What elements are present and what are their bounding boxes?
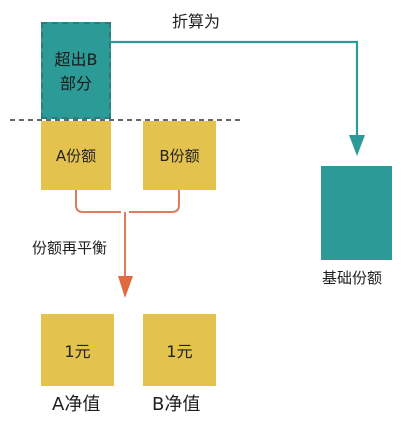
a-share-label: A份额 bbox=[55, 147, 97, 165]
a-share-box: A份额 bbox=[41, 121, 111, 190]
excess-box-line2: 部分 bbox=[59, 73, 92, 93]
a-nav-value: 1元 bbox=[64, 342, 91, 361]
b-nav-box: 1元 bbox=[143, 314, 216, 386]
base-share-label: 基础份额 bbox=[322, 269, 383, 287]
a-nav-box: 1元 bbox=[41, 314, 114, 386]
rebalance-label: 份额再平衡 bbox=[32, 239, 108, 257]
convert-label: 折算为 bbox=[172, 12, 221, 31]
b-nav-caption: B净值 bbox=[152, 394, 201, 415]
convert-arrow-line bbox=[111, 40, 359, 135]
excess-b-portion-box: 超出B 部分 bbox=[41, 22, 111, 119]
b-share-box: B份额 bbox=[143, 121, 216, 190]
convert-arrow-head bbox=[349, 135, 365, 156]
rebalance-bracket bbox=[75, 190, 180, 276]
rebalance-arrow-head bbox=[118, 276, 133, 298]
a-nav-caption: A净值 bbox=[52, 394, 101, 415]
b-share-label: B份额 bbox=[159, 147, 200, 165]
excess-box-line1: 超出B bbox=[54, 49, 98, 69]
base-share-box bbox=[321, 166, 392, 260]
b-nav-value: 1元 bbox=[166, 342, 193, 361]
